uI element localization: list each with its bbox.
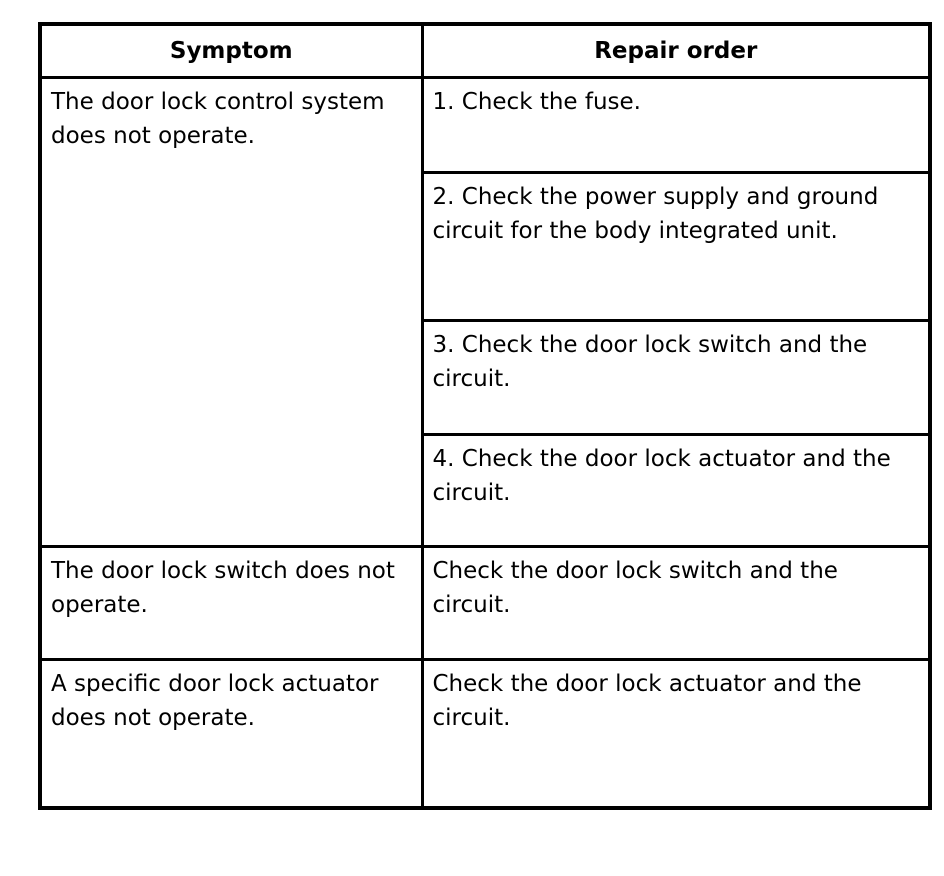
table-row: 3. Check the door lock switch and the ci… (40, 319, 932, 436)
header-repair-order: Repair order (420, 22, 932, 79)
table-row: The door lock control system does not op… (38, 76, 932, 548)
symptom-cell-door-lock-control: The door lock control system does not op… (38, 76, 424, 548)
table-row: 2. Check the power supply and ground cir… (40, 171, 932, 322)
table-header-row: Symptom Repair order (38, 22, 932, 79)
table-row: A specific door lock actuator does not o… (38, 658, 932, 809)
repair-cell-step-2: 2. Check the power supply and ground cir… (420, 171, 932, 322)
header-symptom: Symptom (38, 22, 424, 79)
symptom-cell-door-lock-actuator: A specific door lock actuator does not o… (38, 658, 424, 809)
repair-cell-step-1: 1. Check the fuse. (420, 76, 932, 174)
symptom-repair-table: Symptom Repair order The door lock contr… (38, 22, 932, 810)
repair-cell-actuator-circuit: Check the door lock actuator and the cir… (420, 658, 932, 809)
symptom-cell-door-lock-switch: The door lock switch does not operate. (38, 545, 424, 661)
repair-cell-step-4: 4. Check the door lock actuator and the … (420, 433, 932, 548)
table-row: The door lock switch does not operate. C… (38, 545, 932, 661)
repair-cell-switch-circuit: Check the door lock switch and the circu… (420, 545, 932, 661)
table-row: 4. Check the door lock actuator and the … (40, 433, 932, 548)
repair-cell-step-3: 3. Check the door lock switch and the ci… (420, 319, 932, 436)
